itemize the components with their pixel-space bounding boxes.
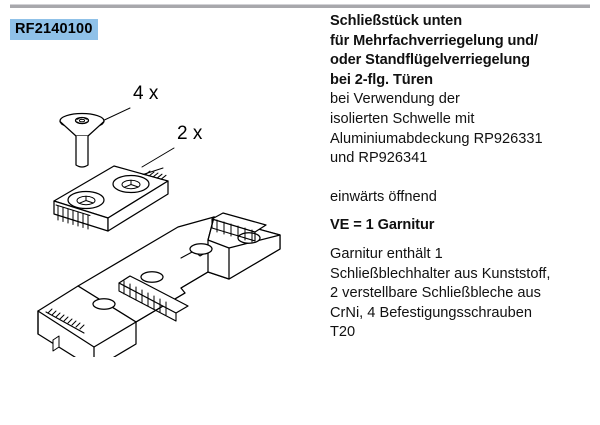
contents-line: T20 [330,324,356,341]
body-line: und RP926341 [330,150,428,167]
mounting-hole-far-right [237,232,261,244]
body-line: Aluminiumabdeckung RP926331 [330,130,543,147]
contents-line: CrNi, 4 Befestigungsschrauben [330,304,532,321]
contents-line: Garnitur enthält 1 [330,245,443,262]
part-strike-plate-holder [37,212,281,357]
part-countersunk-screw [59,112,105,168]
body-line: isolierten Schwelle mit [330,110,475,127]
part-adjustable-strike-plate [53,165,169,232]
leader-line-strike-plate [141,147,175,168]
header-divider [10,4,590,8]
product-description: Schließstück unten für Mehrfachverriegel… [330,12,592,343]
heading-line: für Mehrfachverriegelung und/ [330,32,538,49]
mounting-hole-mid [140,271,164,283]
callout-label-strike-plate: 2 x [177,123,203,144]
serration-rail-left [45,308,85,334]
body-line: bei Verwendung der [330,91,460,108]
serration-teeth-strike-plate-right [142,167,167,180]
packaging-unit: VE = 1 Garnitur [330,217,435,234]
spacer [330,236,592,245]
heading-line: oder Standflügelverriegelung [330,52,530,69]
article-number-badge: RF2140100 [10,19,98,40]
heading-line: bei 2-flg. Türen [330,71,433,88]
contents-line: Schließblechhalter aus Kunststoff, [330,265,551,282]
callout-label-screw: 4 x [133,83,159,104]
mounting-hole-left [92,298,116,310]
contents-line: 2 verstellbare Schließbleche aus [330,285,541,302]
serration-teeth-strike-plate-left [55,204,91,230]
serration-rail-right [211,212,267,243]
opening-direction: einwärts öffnend [330,188,437,205]
technical-drawing: 4 x 2 x [18,72,318,357]
serration-rail-center [118,275,189,322]
spacer [330,169,592,188]
heading-line: Schließstück unten [330,13,463,29]
spacer [330,207,592,216]
mounting-hole-right [189,243,213,255]
exploded-assembly-svg: 4 x 2 x [37,83,281,357]
